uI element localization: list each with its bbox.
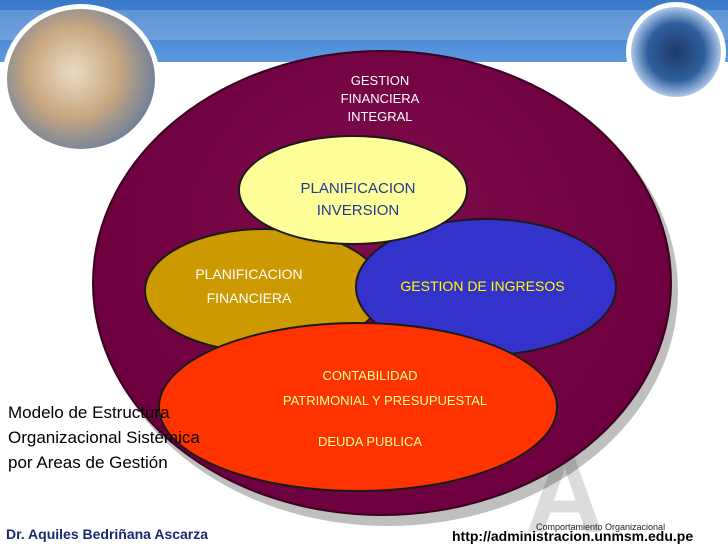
contabilidad-label: CONTABILIDAD	[322, 368, 418, 383]
course-name: Comportamiento Organizacional	[536, 522, 666, 532]
gestion-ingresos-label: GESTION DE INGRESOS	[400, 278, 565, 294]
slide-caption: Modelo de Estructura Organizacional Sist…	[8, 403, 200, 472]
author-name: Dr. Aquiles Bedriñana Ascarza	[6, 526, 209, 542]
deuda-publica-label: DEUDA PUBLICA	[317, 434, 423, 449]
contabilidad-ellipse	[158, 322, 558, 492]
planificacion-financiera-label: PLANIFICACION FINANCIERA	[195, 266, 303, 306]
patrimonial-label: PATRIMONIAL Y PRESUPUESTAL	[282, 393, 488, 408]
office-worker-photo	[626, 2, 726, 102]
website-url[interactable]: http://administracion.unmsm.edu.pe	[452, 528, 694, 544]
planificacion-inversion-ellipse-top	[238, 135, 468, 245]
planificacion-inversion-label: PLANIFICACION INVERSION	[300, 180, 416, 219]
diagram-title: GESTION FINANCIERA INTEGRAL	[340, 73, 420, 124]
business-people-photo	[2, 4, 160, 154]
